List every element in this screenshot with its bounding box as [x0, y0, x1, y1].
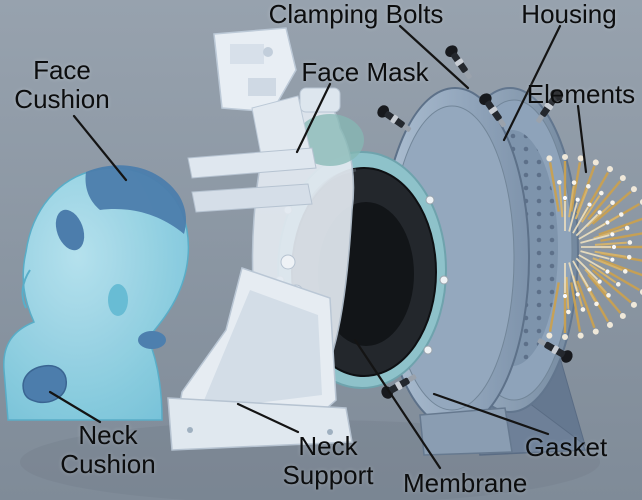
- leader-housing: [502, 24, 562, 142]
- leader-elements: [576, 104, 588, 174]
- label-neck-support: Neck Support: [282, 431, 374, 490]
- mounting-frame: [167, 27, 353, 451]
- neck-support-base: [167, 397, 353, 451]
- leader-membrane: [353, 338, 442, 470]
- label-neck-cushion: Neck Cushion: [60, 420, 156, 479]
- label-elements: Elements: [526, 79, 636, 109]
- label-membrane: Membrane: [403, 468, 528, 498]
- face-cushion-piece: [85, 165, 186, 234]
- head-model: [3, 165, 190, 421]
- ear: [108, 284, 128, 316]
- neck-cushion-piece: [22, 364, 67, 404]
- label-gasket: Gasket: [524, 432, 608, 462]
- gasket-foot: [419, 407, 513, 456]
- leader-lines: [48, 24, 588, 470]
- label-face-cushion: Face Cushion: [14, 55, 110, 114]
- label-housing: Housing: [521, 0, 617, 29]
- leader-face-mask: [295, 82, 332, 154]
- label-clamping-bolts: Clamping Bolts: [268, 0, 444, 29]
- leader-clamping-bolts: [398, 24, 470, 90]
- upper-rail: [187, 147, 317, 179]
- leader-neck-cushion: [48, 390, 102, 424]
- leader-face-cushion: [72, 114, 128, 182]
- leader-gasket: [432, 392, 550, 436]
- label-face-mask: Face Mask: [301, 57, 429, 87]
- lower-rail: [191, 183, 313, 213]
- leader-neck-support: [236, 402, 300, 434]
